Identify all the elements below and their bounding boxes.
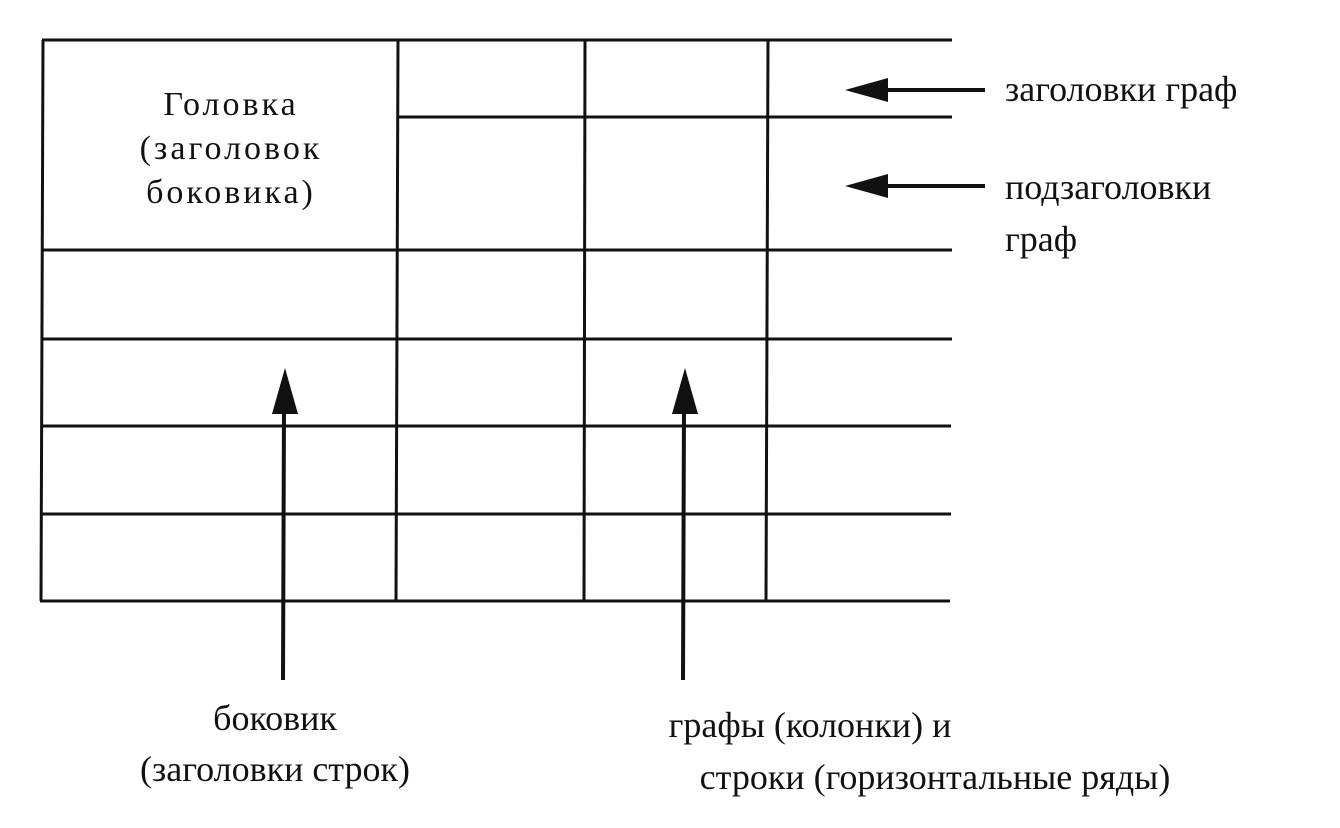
label-stub-line-2: (заголовки строк) xyxy=(140,749,410,789)
head-line-1: Головка xyxy=(163,86,298,123)
arrow-columns-rows-shaft xyxy=(681,404,686,681)
label-column-subheaders-line-2: граф xyxy=(1005,219,1077,259)
arrow-left-icon xyxy=(845,78,888,102)
arrow-stub-shaft xyxy=(281,404,286,681)
label-column-headers: заголовки граф xyxy=(1005,69,1237,109)
column-divider-1 xyxy=(582,39,587,602)
label-columns-rows-line-1: графы (колонки) и xyxy=(669,705,952,745)
label-column-subheaders-line-1: подзаголовки xyxy=(1005,167,1211,207)
head-line-3: боковика) xyxy=(146,174,316,211)
table-grid xyxy=(39,38,952,603)
arrow-columns-rows xyxy=(672,368,698,681)
arrow-column-subheaders xyxy=(845,174,985,198)
table-left-border xyxy=(39,39,45,602)
column-divider-2 xyxy=(764,39,770,602)
label-columns-rows-line-2: строки (горизонтальные ряды) xyxy=(700,757,1171,797)
label-stub-line-1: боковик xyxy=(213,698,337,738)
stub-divider xyxy=(394,39,400,602)
head-line-2: (заголовок xyxy=(140,130,323,167)
arrow-column-headers xyxy=(845,78,985,102)
arrow-stub xyxy=(272,368,298,681)
arrow-left-icon xyxy=(845,174,888,198)
stub-head: Головка (заголовок боковика) xyxy=(140,86,323,211)
arrow-up-icon xyxy=(672,368,698,414)
arrow-up-icon xyxy=(272,368,298,414)
